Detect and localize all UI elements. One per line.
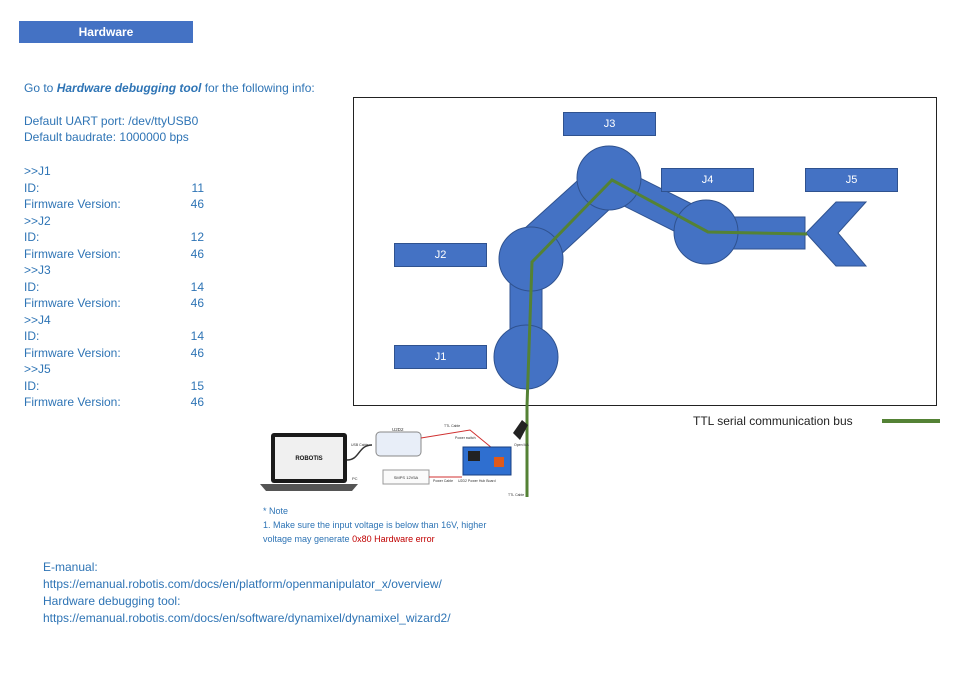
label-j4: J4 — [661, 168, 754, 192]
joint-id-label: ID: — [24, 180, 40, 195]
arm-diagram-frame — [353, 97, 937, 406]
intro-suffix: for the following info: — [201, 81, 315, 95]
joint-name: >>J5 — [24, 361, 204, 378]
joint-id-label: ID: — [24, 230, 40, 244]
joint-name-label: >>J5 — [24, 362, 51, 376]
joint-id-label: ID: — [24, 329, 40, 343]
joint-firmware-value: 46 — [190, 345, 204, 360]
hardware-error-code: 0x80 Hardware error — [352, 534, 435, 544]
note-line-1: 1. Make sure the input voltage is below … — [263, 520, 487, 530]
joint-name: >>J3 — [24, 262, 204, 279]
power-cable-label: Power Cable — [433, 479, 453, 483]
joint-firmware: Firmware Version: 46 — [24, 295, 204, 312]
joint-firmware: Firmware Version: 46 — [24, 246, 204, 263]
hardware-header: Hardware — [19, 21, 193, 43]
joint-firmware: Firmware Version: 46 — [24, 345, 204, 362]
uart-port: Default UART port: /dev/ttyUSB0 — [24, 114, 199, 128]
bus-legend-label: TTL serial communication bus — [693, 414, 853, 428]
emanual-label: E-manual: — [43, 560, 98, 574]
joint-name: >>J2 — [24, 213, 204, 230]
label-j3: J3 — [563, 112, 656, 136]
ttl-bus-line — [525, 178, 808, 497]
power-switch-label: Power switch — [455, 436, 476, 440]
manipulator-base — [513, 420, 528, 440]
note-line-2: voltage may generate 0x80 Hardware error — [263, 532, 486, 546]
intro-prefix: Go to — [24, 81, 57, 95]
joint-id-value: 15 — [190, 378, 204, 393]
joint-firmware-value: 46 — [190, 296, 204, 310]
joint-firmware: Firmware Version: 46 — [24, 196, 204, 213]
joint-id-value: 14 — [190, 329, 204, 343]
ttl-cable — [420, 429, 493, 449]
hub-label: U2D2 Power Hub Board — [458, 479, 496, 483]
debugging-tool-name: Hardware debugging tool — [56, 81, 202, 95]
open-manipulator-label: Open MA — [514, 443, 529, 447]
intro-text: Go to Hardware debugging tool for the fo… — [24, 80, 315, 96]
port-info: Default UART port: /dev/ttyUSB0 Default … — [24, 113, 198, 145]
laptop-brand: ROBOTIS — [295, 456, 322, 462]
label-j1: J1 — [394, 345, 487, 369]
u2d2-label: U2D2 — [392, 427, 404, 432]
note-title: * Note — [263, 506, 289, 516]
reference-links: E-manual: https://emanual.robotis.com/do… — [43, 559, 451, 627]
joint-id: ID: 12 — [24, 229, 204, 246]
laptop-base — [260, 484, 358, 491]
label-j5: J5 — [805, 168, 898, 192]
joint-firmware-label: Firmware Version: — [24, 246, 121, 261]
joint-firmware-value: 46 — [190, 197, 204, 211]
ttl-cable-label: TTL Cable — [444, 424, 460, 428]
joint-firmware: Firmware Version: 46 — [24, 394, 204, 411]
debug-tool-link[interactable]: https://emanual.robotis.com/docs/en/soft… — [43, 611, 451, 625]
joint-j3 — [576, 145, 642, 211]
joint-firmware-value: 46 — [190, 246, 204, 261]
joint-name-label: >>J4 — [24, 312, 51, 327]
gripper-j5 — [805, 201, 868, 267]
voltage-note: * Note 1. Make sure the input voltage is… — [263, 504, 486, 546]
joint-firmware-value: 46 — [190, 395, 204, 409]
joint-name-label: >>J1 — [24, 164, 51, 178]
usb-cable-label: USB Cable — [351, 443, 368, 447]
joint-firmware-label: Firmware Version: — [24, 395, 121, 409]
pc-label: PC — [352, 476, 358, 481]
smps-label: SMPS 12V5A — [394, 475, 419, 480]
joint-id: ID: 15 — [24, 378, 204, 395]
joint-id: ID: 11 — [24, 180, 204, 197]
joint-id-value: 14 — [190, 279, 204, 294]
joint-j1 — [493, 324, 559, 390]
joint-id-value: 11 — [191, 180, 204, 195]
joint-id-label: ID: — [24, 279, 40, 294]
joint-firmware-label: Firmware Version: — [24, 197, 121, 211]
debug-tool-label: Hardware debugging tool: — [43, 594, 181, 608]
joint-id-label: ID: — [24, 378, 40, 393]
joint-id: ID: 14 — [24, 328, 204, 345]
joint-name-label: >>J2 — [24, 213, 51, 228]
emanual-link[interactable]: https://emanual.robotis.com/docs/en/plat… — [43, 577, 442, 591]
u2d2-device — [375, 431, 422, 457]
joint-firmware-label: Firmware Version: — [24, 345, 121, 360]
joint-firmware-label: Firmware Version: — [24, 296, 121, 310]
note-line-2-text: voltage may generate — [263, 534, 353, 544]
ttl-cable-2-label: TTL Cable — [508, 493, 524, 497]
label-j2: J2 — [394, 243, 487, 267]
usb-cable — [346, 444, 373, 461]
joint-name: >>J4 — [24, 312, 204, 329]
hardware-setup-illustration: ROBOTIS USB Cable U2D2 TTL Cable Power s… — [260, 420, 529, 497]
joint-id-value: 12 — [190, 230, 204, 244]
joint-id: ID: 14 — [24, 279, 204, 296]
joint-name-label: >>J3 — [24, 263, 51, 277]
joint-name: >>J1 — [24, 163, 204, 180]
baudrate: Default baudrate: 1000000 bps — [24, 130, 189, 144]
